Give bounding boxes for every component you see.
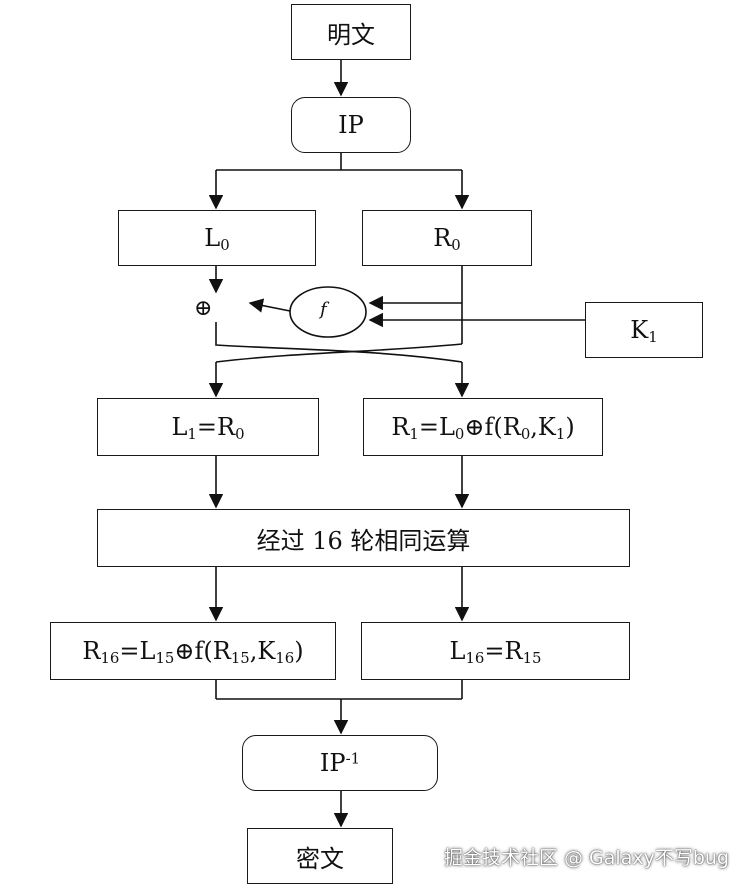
l16-box: L16=R15 xyxy=(361,622,630,680)
watermark-text: 掘金技术社区 @ Galaxy不写bug xyxy=(443,847,729,869)
r0-box: R0 xyxy=(362,210,532,266)
l16-label: L16=R15 xyxy=(449,637,542,668)
plaintext-label: 明文 xyxy=(327,20,375,49)
rounds-label: 经过 16 轮相同运算 xyxy=(256,526,471,555)
l0-box: L0 xyxy=(118,210,316,266)
k1-label: K1 xyxy=(630,316,658,347)
f-function-ellipse xyxy=(289,286,367,338)
arrow-f-xor xyxy=(248,298,291,313)
l0-label: L0 xyxy=(204,224,230,255)
l1-label: L1=R0 xyxy=(171,413,245,444)
l1-box: L1=R0 xyxy=(97,398,319,456)
ip-box: IP xyxy=(291,97,411,153)
r1-box: R1=L0⊕f(R0,K1) xyxy=(363,398,603,456)
ciphertext-box: 密文 xyxy=(247,828,393,884)
k1-box: K1 xyxy=(585,302,703,358)
r16-label: R16=L15⊕f(R15,K16) xyxy=(82,637,304,668)
ip-inverse-box: IP-1 xyxy=(242,735,438,791)
f-function-label: f xyxy=(320,299,327,320)
ciphertext-label: 密文 xyxy=(296,844,344,873)
ip-inverse-label: IP-1 xyxy=(319,749,361,777)
plaintext-box: 明文 xyxy=(291,4,411,60)
crossover-l-to-r xyxy=(215,322,463,363)
r1-label: R1=L0⊕f(R0,K1) xyxy=(391,413,575,444)
xor-symbol: ⊕ xyxy=(194,296,213,321)
r0-label: R0 xyxy=(433,224,461,255)
rounds-box: 经过 16 轮相同运算 xyxy=(97,509,630,567)
ip-label: IP xyxy=(338,111,364,139)
r16-box: R16=L15⊕f(R15,K16) xyxy=(50,622,336,680)
crossover-r-to-l xyxy=(215,343,463,363)
